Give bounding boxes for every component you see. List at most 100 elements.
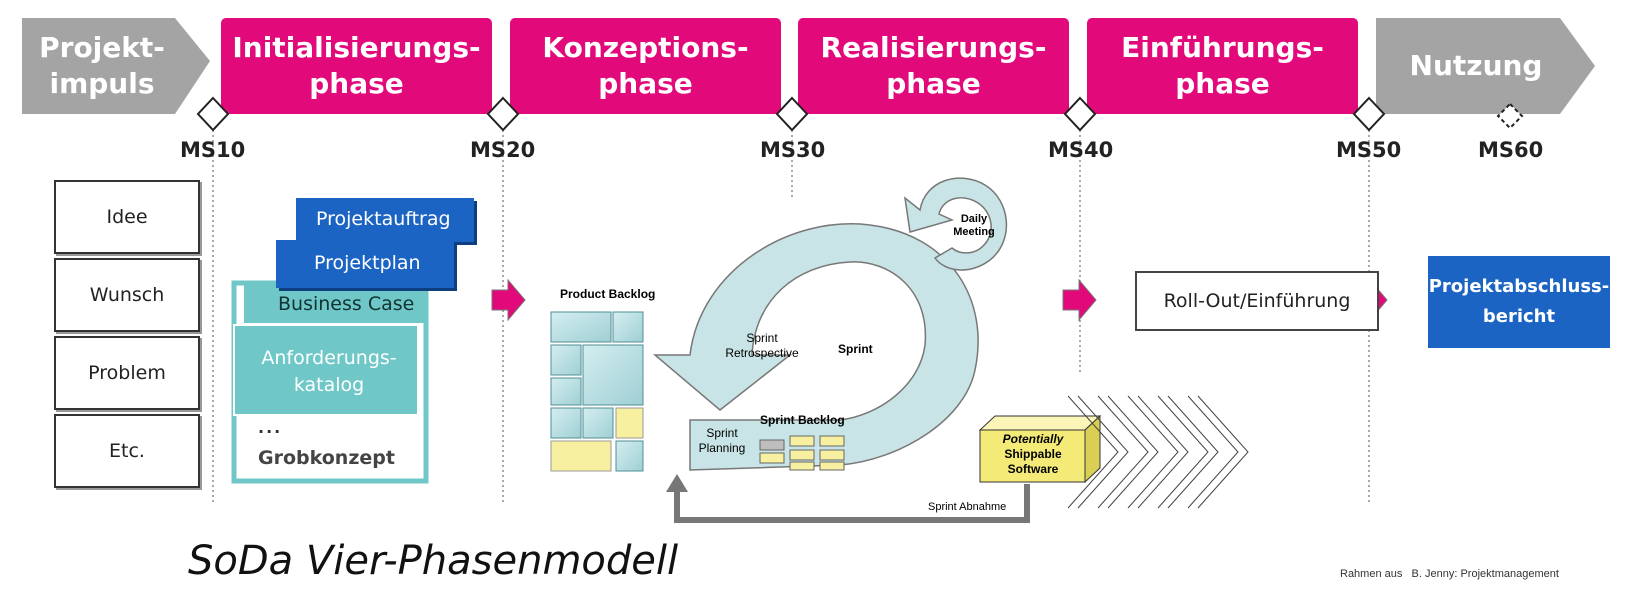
- sprint-backlog-block: [789, 435, 815, 447]
- phase-label-line: phase: [309, 67, 404, 100]
- chevron-series: [1067, 395, 1249, 509]
- projektplan-label: Projektplan: [314, 252, 421, 274]
- phase-block-konzeption: [510, 18, 781, 114]
- phase-bar: [22, 18, 1595, 114]
- sprint-backlog-block: [759, 452, 785, 464]
- backlog-block: [612, 311, 644, 343]
- shippable-software-cube: [978, 414, 1102, 484]
- sprint-retrospective-line: Retrospective: [725, 346, 799, 360]
- backlog-block: [582, 407, 614, 439]
- sprint-backlog-block: [819, 435, 845, 447]
- anforderungskatalog-label: Anforderungs- katalog: [240, 345, 418, 399]
- phase-label-line: Konzeptions-: [542, 31, 749, 64]
- source-credit: Rahmen aus B. Jenny: Projektmanagement: [1340, 568, 1559, 580]
- sprint-backlog-label: Sprint Backlog: [760, 413, 845, 427]
- ms60-diamond: [1496, 102, 1524, 130]
- sprint-backlog-block: [759, 439, 785, 451]
- backlog-block: [615, 440, 644, 472]
- abschluss-line: Projektabschluss-: [1428, 276, 1610, 297]
- sprint-planning-line: Sprint: [706, 426, 738, 440]
- sprint-planning-line: Planning: [698, 441, 746, 455]
- milestone-label-ms50: MS50: [1336, 138, 1402, 162]
- anforderungskatalog-band: [233, 324, 419, 416]
- daily-meeting-line: Daily: [960, 213, 988, 225]
- phase-block-einfuehrung: [1087, 18, 1358, 114]
- transition-arrow-ms40: [1062, 278, 1097, 322]
- milestone-label-ms20: MS20: [470, 138, 536, 162]
- phase-block-initialisierung: [221, 18, 492, 114]
- backlog-block: [615, 407, 644, 439]
- phase-label-projektimpuls: Projekt- impuls: [22, 30, 182, 102]
- sprint-label: Sprint: [838, 342, 873, 356]
- daily-meeting-line: Meeting: [953, 226, 995, 238]
- sprint-planning-label: Sprint Planning: [694, 426, 750, 456]
- cube-top: [978, 415, 1102, 431]
- backlog-block: [550, 407, 582, 439]
- product-backlog-blocks: [550, 311, 644, 472]
- anforderungskatalog-line: Anforderungs-: [261, 347, 397, 369]
- backlog-block: [550, 377, 582, 406]
- ms30-diamond: [775, 96, 809, 132]
- phase-label-einfuehrung: Einführungs- phase: [1087, 30, 1358, 102]
- trigger-box-wunsch: Wunsch: [54, 258, 200, 332]
- phase-label-line: phase: [598, 67, 693, 100]
- anforderungskatalog-line: katalog: [293, 374, 365, 396]
- backlog-block: [582, 344, 644, 406]
- phase-label-initialisierung: Initialisierungs- phase: [221, 30, 492, 102]
- phase-label-line: phase: [886, 67, 981, 100]
- trigger-box-idee: Idee: [54, 180, 200, 254]
- phase-label-line: Projekt-: [39, 31, 165, 64]
- dots-label: ...: [258, 418, 283, 437]
- phase-block-realisierung: [798, 18, 1069, 114]
- daily-meeting-label: Daily Meeting: [944, 213, 1004, 239]
- daily-meeting-loop: [903, 177, 1008, 271]
- software-text: Software: [1007, 462, 1059, 476]
- phase-label-line: Initialisierungs-: [232, 31, 481, 64]
- grobkonzept-label: Grobkonzept: [258, 447, 395, 469]
- milestone-label-ms30: MS30: [760, 138, 826, 162]
- milestone-diamonds: [196, 96, 1524, 132]
- diagram-title: SoDa Vier-Phasenmodell: [188, 538, 679, 584]
- phase-label-line: phase: [1175, 67, 1270, 100]
- shippable-text: Shippable: [1004, 447, 1062, 461]
- rollout-label: Roll-Out/Einführung: [1163, 290, 1351, 312]
- phase-label-realisierung: Realisierungs- phase: [798, 30, 1069, 102]
- sprint-backlog-block: [789, 461, 815, 471]
- trigger-box-etc: Etc.: [54, 414, 200, 488]
- trigger-box-problem: Problem: [54, 336, 200, 410]
- cube-front: [979, 429, 1086, 483]
- abschluss-line: bericht: [1482, 306, 1556, 327]
- sprint-abnahme-arrow: [666, 474, 1030, 523]
- sprint-retrospective-label: Sprint Retrospective: [712, 331, 812, 361]
- ms40-diamond: [1063, 96, 1097, 132]
- sprint-abnahme-label: Sprint Abnahme: [928, 501, 1007, 513]
- ms50-diamond: [1352, 96, 1386, 132]
- phase-label-line: Nutzung: [1409, 49, 1543, 82]
- backlog-block: [550, 344, 582, 376]
- phase-label-line: Einführungs-: [1121, 31, 1324, 64]
- sprint-cycle: [652, 177, 1008, 471]
- rollout-box: [1135, 271, 1379, 331]
- ms10-diamond: [196, 96, 230, 132]
- milestone-label-ms60: MS60: [1478, 138, 1544, 162]
- phase-arrow-nutzung: [1376, 18, 1595, 114]
- sprint-backlog-block: [819, 461, 845, 471]
- shippable-software-label: Potentially Shippable Software: [982, 432, 1084, 477]
- phase-label-nutzung: Nutzung: [1376, 48, 1576, 84]
- business-case-label: Business Case: [278, 293, 415, 315]
- projektauftrag-label: Projektauftrag: [316, 208, 451, 230]
- backlog-block: [550, 311, 612, 343]
- business-case-band: [244, 285, 424, 323]
- phase-label-konzeption: Konzeptions- phase: [510, 30, 781, 102]
- product-backlog-label: Product Backlog: [560, 287, 656, 301]
- milestone-label-ms40: MS40: [1048, 138, 1114, 162]
- ms20-diamond: [486, 96, 520, 132]
- phase-label-line: impuls: [49, 67, 155, 100]
- sprint-backlog-block: [789, 449, 815, 461]
- abschluss-label: Projektabschluss- bericht: [1428, 272, 1610, 332]
- sprint-retrospective-line: Sprint: [746, 331, 778, 345]
- sprint-backlog-block: [819, 449, 845, 461]
- abschluss-box: [1428, 256, 1610, 348]
- backlog-block: [550, 440, 612, 472]
